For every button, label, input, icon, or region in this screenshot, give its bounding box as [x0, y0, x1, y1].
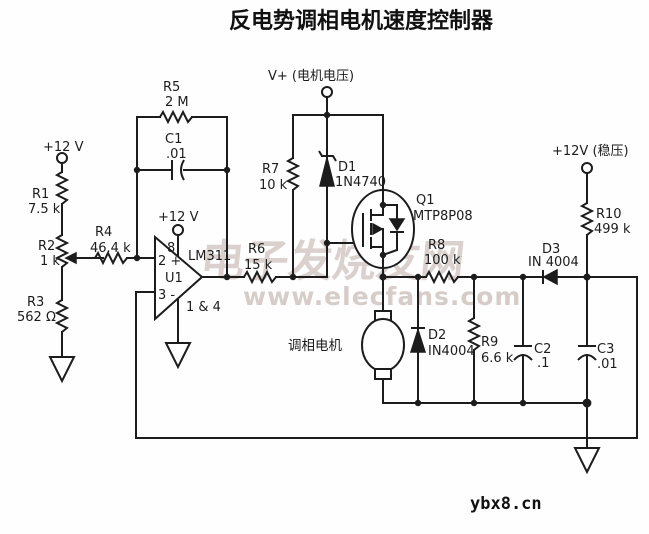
r1-symbol [56, 171, 68, 205]
r5-symbol [159, 111, 193, 123]
c2-value-label: .1 [537, 356, 549, 371]
opamp-part-label: LM311 [188, 249, 231, 264]
r2-value-label: 1 k [40, 254, 60, 269]
opamp-triangle [154, 234, 204, 322]
r4-ref-label: R4 [95, 225, 112, 240]
q1-part-label: MTP8P08 [413, 209, 473, 224]
d1-value-label: 1N4740 [335, 175, 386, 190]
gate-drive: R6 15 k V+ (电机电压) R7 10 k D1 1N4740 [201, 69, 386, 283]
c1-ref-label: C1 [165, 132, 182, 147]
c2-ref-label: C2 [534, 342, 551, 357]
motor-label: 调相电机 [288, 338, 342, 354]
c3-value-label: .01 [597, 357, 618, 372]
snubber-network: D2 IN4004 R9 6.6 k C2 .1 C3 .01 [382, 276, 618, 473]
c1-value-label: .01 [166, 147, 187, 162]
r9-value-label: 6.6 k [481, 351, 514, 366]
r1-ref-label: R1 [32, 187, 49, 202]
r6-value-label: 15 k [244, 258, 273, 273]
opamp-u1: +12 V 8 2 + U1 3 - LM311 1 & 4 [135, 210, 231, 439]
corner-brand-label: ybx8.cn [470, 494, 542, 514]
d3-symbol [542, 268, 558, 286]
regulated-supply-label: +12V (稳压) [552, 143, 629, 159]
r9-ref-label: R9 [481, 335, 498, 350]
r10-value-label: 499 k [594, 222, 631, 237]
d2-symbol [409, 327, 427, 353]
r4-value-label: 46.4 k [90, 241, 131, 256]
r5-ref-label: R5 [163, 80, 180, 95]
q1-arrow-icon [372, 222, 384, 236]
r7-value-label: 10 k [259, 178, 288, 193]
r2-ref-label: R2 [38, 239, 55, 254]
wiper-arrow-icon [64, 251, 77, 265]
r8-value-label: 100 k [424, 253, 461, 268]
ground-symbol-right [574, 447, 600, 473]
r1-value-label: 7.5 k [28, 202, 61, 217]
d2-value-label: IN4004 [428, 344, 475, 359]
divider-network: +12 V R1 7.5 k R2 1 k R3 562 Ω R4 46.4 k [17, 140, 156, 382]
mosfet-q1: Q1 MTP8P08 [351, 114, 473, 278]
motor-supply-terminal [321, 86, 333, 98]
c3-ref-label: C3 [597, 342, 614, 357]
d1-cathode-bar [318, 150, 337, 162]
r3-value-label: 562 Ω [17, 310, 56, 325]
r6-ref-label: R6 [248, 242, 265, 257]
r3-ref-label: R3 [27, 295, 44, 310]
d1-symbol [319, 157, 335, 187]
c1-plate-curved [180, 159, 185, 181]
r8-ref-label: R8 [428, 238, 445, 253]
feedback-network: R5 2 M C1 .01 [133, 80, 231, 278]
opamp-pin2-label: 2 + [158, 254, 181, 269]
opamp-supply-label: +12 V [158, 210, 199, 225]
r5-value-label: 2 M [165, 95, 189, 110]
page-title: 反电势调相电机速度控制器 [229, 8, 494, 34]
r10-symbol [581, 202, 593, 236]
r7-ref-label: R7 [262, 162, 279, 177]
left-supply-label: +12 V [43, 140, 84, 155]
feedback-loop-wires [135, 276, 638, 439]
motor-symbol [361, 318, 405, 372]
q1-ref-label: Q1 [416, 193, 435, 208]
ground-symbol-opamp [165, 342, 191, 368]
regulated-supply-terminal [581, 162, 593, 174]
q1-body-diode [388, 218, 406, 232]
d3-value-label: IN 4004 [528, 255, 579, 270]
d1-ref-label: D1 [338, 160, 356, 175]
motor-supply-label: V+ (电机电压) [268, 69, 354, 84]
d2-ref-label: D2 [428, 328, 446, 343]
opamp-supply-terminal [172, 224, 184, 236]
r7-symbol [287, 157, 299, 191]
opamp-gnd-pins-label: 1 & 4 [186, 300, 221, 315]
motor-branch: 调相电机 [288, 276, 405, 404]
left-supply-terminal [56, 152, 68, 164]
opamp-ref-label: U1 [165, 271, 183, 286]
motor-brush-bottom [374, 368, 392, 380]
d3-ref-label: D3 [542, 242, 560, 257]
opamp-pin3-label: 3 - [158, 288, 175, 303]
r10-ref-label: R10 [596, 207, 622, 222]
opamp-pin8-label: 8 [167, 241, 175, 256]
r3-symbol [56, 299, 68, 333]
ground-symbol-left [49, 356, 75, 382]
watermark-site-name: 电子发烧友网 [198, 236, 467, 287]
